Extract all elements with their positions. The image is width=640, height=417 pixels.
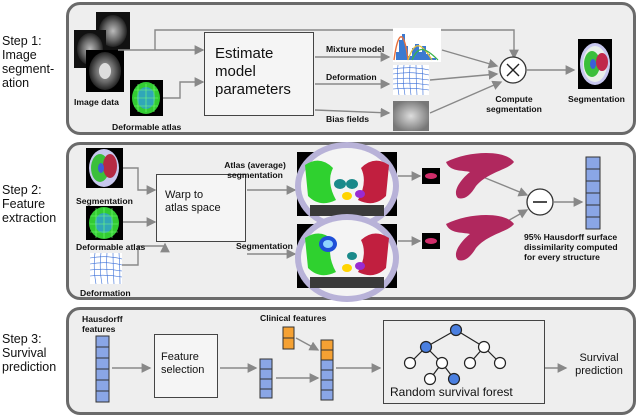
rsf-label: Random survival forest bbox=[390, 385, 513, 399]
segmentation-output-image bbox=[578, 39, 612, 89]
compute-segmentation-label: Compute segmentation bbox=[486, 94, 542, 114]
step2-atlas-label: Deformable atlas bbox=[76, 242, 146, 252]
random-survival-forest-box: Random survival forest bbox=[383, 320, 545, 404]
hausdorff-features-vector bbox=[95, 335, 110, 403]
selected-features-vector bbox=[259, 358, 273, 399]
bias-fields-label: Bias fields bbox=[326, 114, 369, 124]
step2-segmentation-label: Segmentation bbox=[76, 196, 133, 206]
hausdorff-vector bbox=[585, 156, 601, 230]
estimate-box-label: Estimate model parameters bbox=[215, 45, 291, 98]
step2-deformation-grid bbox=[89, 252, 123, 285]
feature-selection-label: Feature selection bbox=[161, 351, 205, 376]
segmentation-output-label: Segmentation bbox=[568, 94, 625, 104]
bias-field-image bbox=[393, 101, 429, 131]
feature-selection-box: Feature selection bbox=[154, 334, 218, 398]
estimate-model-parameters-box: Estimate model parameters bbox=[204, 32, 314, 116]
atlas-3d-surface bbox=[446, 153, 514, 199]
image-data-label: Image data bbox=[74, 97, 119, 107]
clinical-features-vector bbox=[282, 326, 295, 350]
step2-deformation-label: Deformation bbox=[80, 288, 131, 298]
survival-prediction-label: Survival prediction bbox=[575, 352, 623, 377]
deformation-label: Deformation bbox=[326, 72, 377, 82]
mixture-model-histogram bbox=[393, 28, 441, 62]
atlas-brain-slice bbox=[295, 142, 399, 230]
combined-features-vector bbox=[320, 339, 334, 401]
step1-label: Step 1: Image segment-ation bbox=[2, 34, 55, 90]
deformable-atlas-image bbox=[130, 80, 163, 116]
warp-to-atlas-box: Warp to atlas space bbox=[156, 174, 246, 242]
multiply-node bbox=[499, 56, 527, 84]
hausdorff-features-label: Hausdorff features bbox=[82, 314, 123, 334]
survival-tree bbox=[403, 323, 507, 386]
atlas-average-label: Atlas (average) segmentation bbox=[224, 160, 286, 180]
step2-atlas-image bbox=[86, 206, 123, 240]
segmentation-3d-surface bbox=[446, 215, 514, 261]
segmentation-brain-slice bbox=[295, 214, 399, 302]
step2-segmentation2-label: Segmentation bbox=[236, 241, 293, 251]
warp-box-label: Warp to atlas space bbox=[165, 189, 221, 214]
clinical-features-label: Clinical features bbox=[260, 313, 327, 323]
step2-label: Step 2: Feature extraction bbox=[2, 183, 57, 225]
hausdorff-dissimilarity-text: 95% Hausdorff surface dissimilarity comp… bbox=[524, 232, 618, 262]
difference-node bbox=[526, 188, 554, 216]
step2-segmentation-image bbox=[86, 148, 123, 188]
mixture-model-label: Mixture model bbox=[326, 44, 385, 54]
deformation-grid bbox=[392, 64, 430, 96]
deformable-atlas-label: Deformable atlas bbox=[112, 122, 182, 132]
step3-label: Step 3: Survival prediction bbox=[2, 332, 57, 374]
mri-image-stack bbox=[74, 12, 130, 92]
